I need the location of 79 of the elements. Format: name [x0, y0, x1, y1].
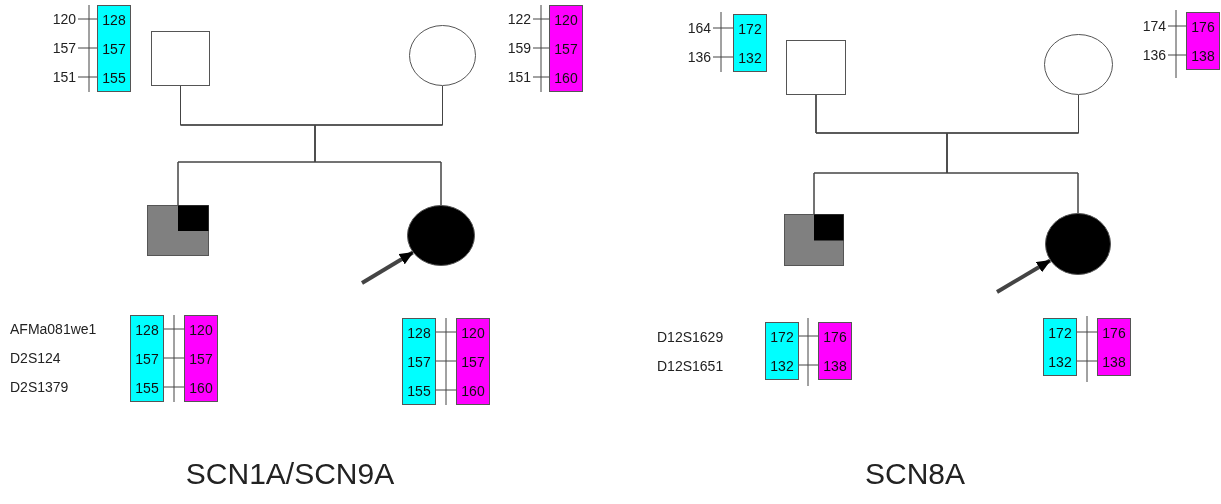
allele-value: 176: [1101, 325, 1127, 341]
haplotype-tick: [798, 335, 819, 337]
affected-male-symbol: [784, 214, 844, 266]
haplotype-bar: [402, 318, 436, 405]
haplotype-tick: [435, 389, 457, 391]
proband-arrow: [360, 250, 414, 285]
allele-value: 132: [737, 50, 763, 66]
haplotype-bar: [97, 5, 131, 92]
haplotype-tick: [163, 386, 185, 388]
allele-value: 128: [406, 325, 432, 341]
allele-value: 174: [1142, 18, 1166, 34]
marker-name: D2S1379: [10, 379, 69, 395]
haplotype-bar: [184, 315, 218, 402]
male-symbol: [786, 40, 846, 95]
marker-name: AFMa081we1: [10, 321, 97, 337]
haplotype-tick: [163, 357, 185, 359]
allele-value: 151: [52, 69, 76, 85]
affected-female-symbol: [407, 205, 475, 266]
marker-name: D12S1651: [657, 358, 724, 374]
allele-value: 160: [553, 70, 579, 86]
allele-value: 136: [1142, 47, 1166, 63]
haplotype-bar: [818, 322, 852, 380]
allele-value: 157: [101, 41, 127, 57]
haplotype-bar: [549, 5, 583, 92]
allele-value: 122: [507, 11, 531, 27]
allele-value: 172: [769, 329, 795, 345]
allele-value: 155: [134, 380, 160, 396]
haplotype-bar: [130, 315, 164, 402]
allele-value: 157: [406, 354, 432, 370]
panel-title: SCN8A: [865, 457, 965, 491]
haplotype-tick: [163, 328, 185, 330]
proband-arrow: [996, 258, 1052, 294]
haplotype-bar: [1043, 318, 1077, 376]
allele-value: 159: [507, 40, 531, 56]
marker-name: D12S1629: [657, 329, 724, 345]
haplotype-bar: [456, 318, 490, 405]
haplotype-bar: [765, 322, 799, 380]
allele-value: 128: [134, 322, 160, 338]
haplotype-tick: [1076, 331, 1098, 333]
allele-value: 138: [1101, 354, 1127, 370]
allele-value: 120: [188, 322, 214, 338]
allele-value: 136: [687, 49, 711, 65]
marker-name: D2S124: [10, 350, 61, 366]
haplotype-tick: [798, 364, 819, 366]
allele-value: 132: [1047, 354, 1073, 370]
affected-male-symbol: [147, 205, 209, 256]
female-symbol: [1044, 34, 1113, 95]
haplotype-bar: [1097, 318, 1131, 376]
allele-value: 176: [1190, 19, 1216, 35]
allele-value: 155: [406, 383, 432, 399]
allele-value: 120: [460, 325, 486, 341]
male-symbol: [151, 31, 210, 86]
allele-value: 157: [134, 351, 160, 367]
allele-value: 160: [460, 383, 486, 399]
allele-value: 176: [822, 329, 848, 345]
allele-value: 172: [1047, 325, 1073, 341]
allele-value: 155: [101, 70, 127, 86]
allele-value: 157: [188, 351, 214, 367]
haplotype-tick: [435, 331, 457, 333]
allele-value: 172: [737, 21, 763, 37]
allele-value: 138: [822, 358, 848, 374]
allele-value: 157: [553, 41, 579, 57]
allele-value: 138: [1190, 48, 1216, 64]
panel-title: SCN1A/SCN9A: [185, 457, 395, 491]
allele-value: 132: [769, 358, 795, 374]
allele-value: 128: [101, 12, 127, 28]
allele-value: 120: [52, 11, 76, 27]
haplotype-tick: [435, 360, 457, 362]
allele-value: 157: [52, 40, 76, 56]
haplotype-bar: [1186, 12, 1220, 70]
allele-value: 151: [507, 69, 531, 85]
female-symbol: [409, 25, 476, 86]
haplotype-tick: [1076, 360, 1098, 362]
haplotype-bar: [733, 14, 767, 72]
allele-value: 160: [188, 380, 214, 396]
allele-value: 157: [460, 354, 486, 370]
affected-female-symbol: [1045, 213, 1111, 275]
allele-value: 120: [553, 12, 579, 28]
allele-value: 164: [687, 20, 711, 36]
